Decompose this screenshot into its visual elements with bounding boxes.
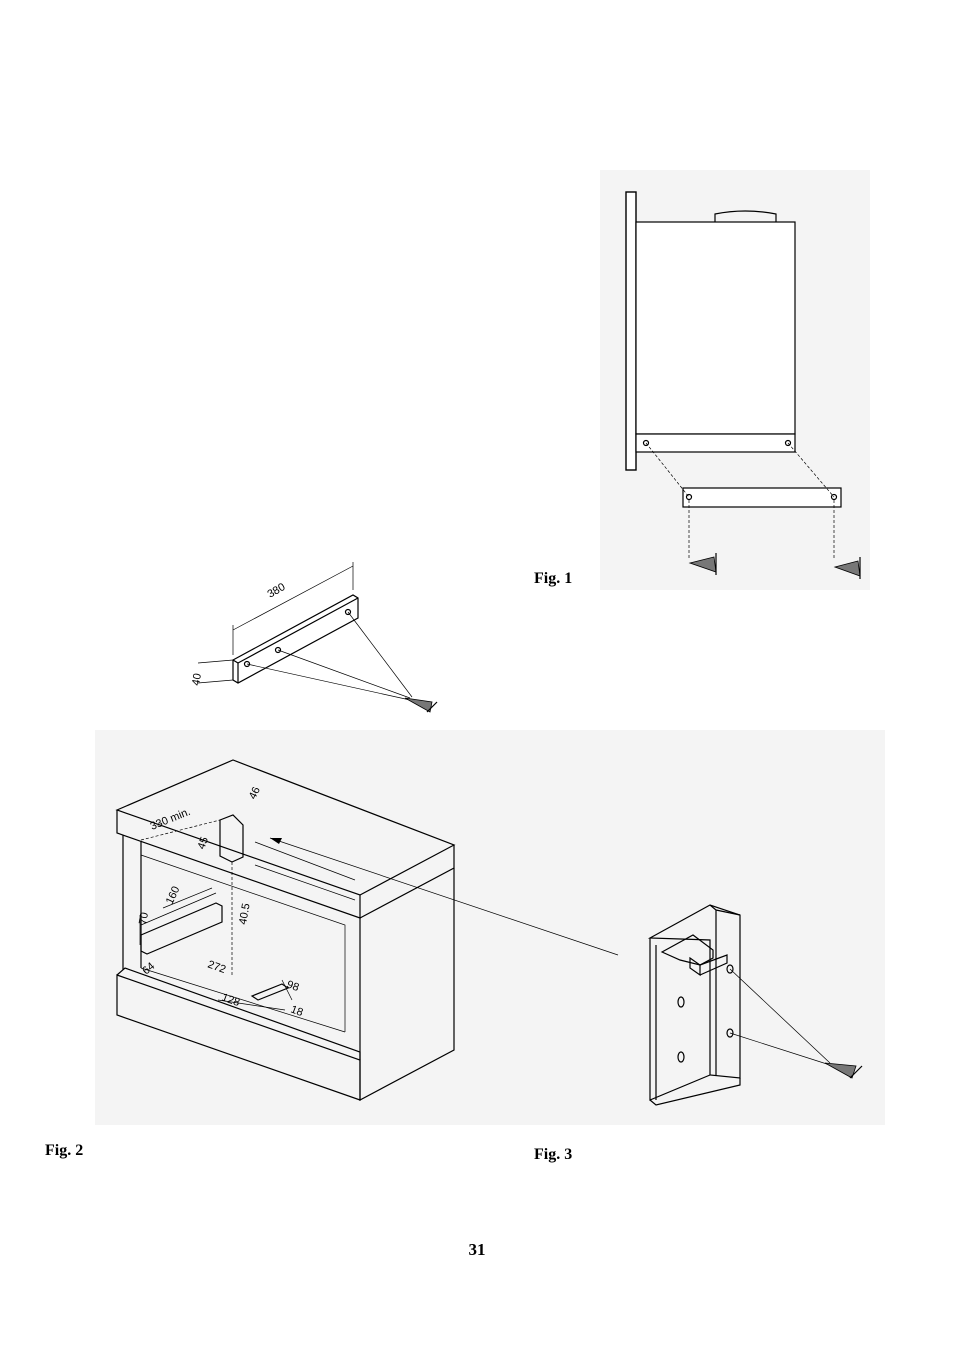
fig1-cabinet [635, 221, 796, 435]
fig2-dim-128: 128 [220, 992, 241, 1010]
fig2-dim-40: 40 [190, 672, 204, 686]
fig2-dim-70: 70 [137, 911, 151, 925]
fig2-dim-40-5: 40.5 [237, 902, 253, 925]
fig1-screw-left [688, 553, 717, 575]
fig1-label: Fig. 1 [534, 570, 573, 587]
fig1-screw-right [833, 557, 861, 579]
fig3-label: Fig. 3 [534, 1146, 573, 1163]
fig1-bottom-strip [635, 433, 796, 453]
page-number: 31 [468, 1240, 486, 1259]
fig2-dim-98: 98 [285, 979, 301, 994]
fig2-label: Fig. 2 [45, 1142, 84, 1159]
fig2-dim-18: 18 [289, 1004, 305, 1019]
fig1-bracket [682, 487, 842, 508]
fig2-dim-45: 45 [196, 835, 211, 851]
fig2-cabinet-niche [115, 759, 619, 1101]
fig3-angle-bracket [647, 904, 863, 1106]
fig2-wall-strip [197, 562, 438, 713]
fig1-motor [714, 210, 777, 222]
fig2-dim-46: 46 [247, 785, 263, 801]
fig2-dim-272: 272 [206, 959, 227, 977]
